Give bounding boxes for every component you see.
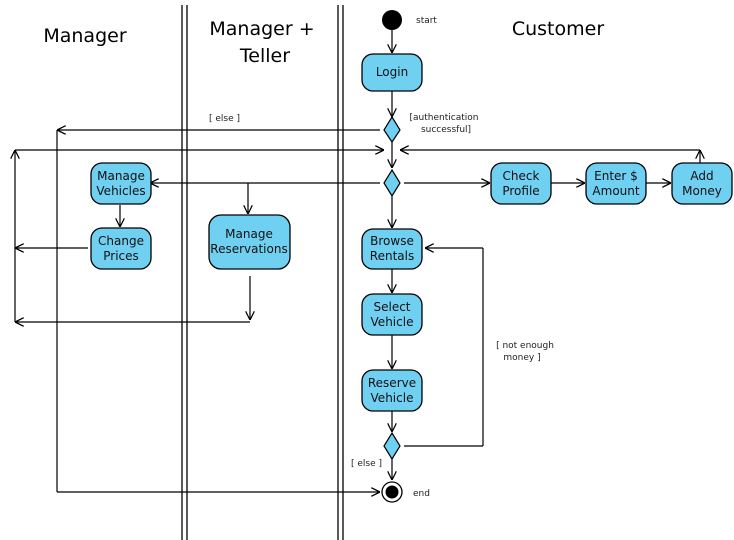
activity-reserve-vehicle-label-2: Vehicle (371, 391, 414, 405)
activity-manage-reservations-label-2: Reservations (210, 242, 287, 256)
activity-manage-reservations: Manage Reservations (208, 214, 291, 270)
start-label: start (416, 16, 437, 26)
activity-login: Login (361, 53, 423, 92)
activity-reserve-vehicle-label-1: Reserve (368, 376, 416, 390)
lane-title-customer: Customer (512, 18, 604, 40)
lane-title-manager-teller-1: Manager + (209, 18, 314, 40)
activity-manage-reservations-label-1: Manage (225, 227, 273, 241)
lane-title-manager: Manager (43, 25, 126, 47)
start-node (382, 10, 402, 30)
activity-browse-rentals: Browse Rentals (361, 228, 423, 270)
activity-reserve-vehicle: Reserve Vehicle (361, 369, 423, 412)
guard-not-enough-2: money ] (503, 353, 540, 363)
activity-change-prices-label-2: Prices (103, 249, 139, 263)
activity-add-money-label-2: Money (682, 184, 722, 198)
activity-browse-rentals-label-1: Browse (370, 234, 414, 248)
activity-check-profile-label-2: Profile (502, 184, 539, 198)
decision-money (383, 431, 401, 461)
activity-add-money: Add Money (671, 162, 733, 205)
lane-title-manager-teller-2: Teller (239, 45, 290, 67)
activity-add-money-label-1: Add (690, 169, 713, 183)
activity-manage-vehicles-label-2: Vehicles (96, 184, 145, 198)
activity-select-vehicle-label-1: Select (373, 300, 410, 314)
activity-browse-rentals-label-2: Rentals (370, 249, 414, 263)
activity-login-label: Login (376, 65, 408, 79)
activity-select-vehicle-label-2: Vehicle (371, 315, 414, 329)
end-label: end (413, 489, 430, 499)
guard-auth-ok-1: [authentication (410, 113, 479, 123)
end-node (381, 481, 403, 503)
swimlane-separators (181, 5, 344, 540)
guard-auth-else: [ else ] (209, 114, 240, 124)
activity-check-profile-label-1: Check (503, 169, 540, 183)
activity-change-prices-label-1: Change (98, 234, 144, 248)
activity-check-profile: Check Profile (490, 162, 552, 205)
decision-fork (383, 168, 401, 198)
decision-authentication (383, 115, 401, 144)
activity-select-vehicle: Select Vehicle (361, 293, 423, 336)
guard-final-else: [ else ] (351, 459, 382, 469)
activity-manage-vehicles-label-1: Manage (97, 169, 145, 183)
activity-enter-amount-label-2: Amount (592, 184, 639, 198)
activity-enter-amount: Enter $ Amount (585, 162, 647, 205)
activity-manage-vehicles: Manage Vehicles (90, 162, 152, 205)
edges (15, 30, 700, 492)
activity-enter-amount-label-1: Enter $ (594, 169, 638, 183)
activity-change-prices: Change Prices (90, 227, 152, 270)
guard-auth-ok-2: successful] (421, 125, 471, 135)
guard-not-enough-1: [ not enough (496, 341, 554, 351)
